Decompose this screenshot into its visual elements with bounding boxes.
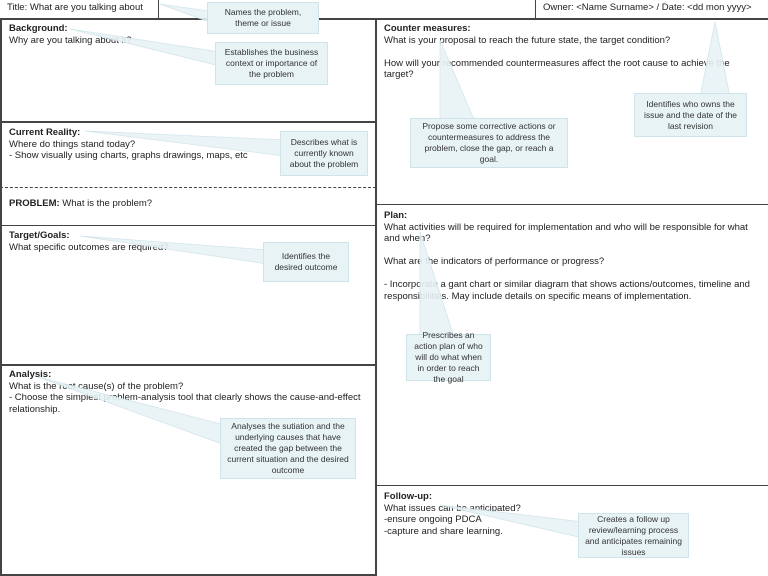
followup-section[interactable]: Follow-up: What issues can be anticipate… xyxy=(377,488,767,540)
divider xyxy=(376,485,768,486)
owner-text: Owner: <Name Surname> / Date: <dd mon yy… xyxy=(543,2,752,13)
current-reality-heading: Current Reality: xyxy=(9,127,81,138)
analysis-heading: Analysis: xyxy=(9,369,52,380)
callout-target: Identifies the desired outcome xyxy=(263,242,349,282)
divider xyxy=(0,18,2,576)
divider xyxy=(376,204,768,205)
background-heading: Background: xyxy=(9,23,68,34)
dashed-divider xyxy=(0,187,376,188)
countermeasures-line: What is your proposal to reach the futur… xyxy=(384,34,671,46)
plan-line xyxy=(384,245,760,257)
divider xyxy=(0,121,376,123)
analysis-section[interactable]: Analysis: What is the root cause(s) of t… xyxy=(2,366,375,418)
countermeasures-line xyxy=(384,46,760,58)
title-text: Title: What are you talking about xyxy=(7,2,143,13)
plan-heading: Plan: xyxy=(384,210,408,221)
callout-followup: Creates a follow up review/learning proc… xyxy=(578,513,689,558)
divider xyxy=(0,18,768,20)
followup-line: -capture and share learning. xyxy=(384,525,503,537)
plan-line: - Incorporate a gant chart or similar di… xyxy=(384,279,753,302)
plan-line: What are the indicators of performance o… xyxy=(384,256,605,267)
problem-heading: PROBLEM: xyxy=(9,198,60,209)
callout-counter: Propose some corrective actions or count… xyxy=(410,118,568,168)
problem-text: What is the problem? xyxy=(59,198,153,209)
followup-heading: Follow-up: xyxy=(384,491,433,502)
owner-field[interactable]: Owner: <Name Surname> / Date: <dd mon yy… xyxy=(535,0,768,19)
callout-plan: Prescribes an action plan of who will do… xyxy=(406,330,491,384)
plan-line: What activities will be required for imp… xyxy=(384,221,751,245)
divider xyxy=(0,364,376,366)
title-field[interactable]: Title: What are you talking about xyxy=(0,0,159,19)
countermeasures-line: How will your recommended countermeasure… xyxy=(384,57,733,81)
countermeasures-heading: Counter measures: xyxy=(384,23,471,34)
divider xyxy=(0,225,376,226)
callout-background: Establishes the business context or impo… xyxy=(215,42,328,85)
callout-current: Describes what is currently known about … xyxy=(280,131,368,176)
followup-line: -ensure ongoing PDCA xyxy=(384,514,482,525)
analysis-line: What is the root cause(s) of the problem… xyxy=(9,380,184,392)
callout-analysis: Analyses the sutiation and the underlyin… xyxy=(220,418,356,479)
plan-line xyxy=(384,268,760,280)
divider xyxy=(375,18,377,576)
callout-owner: Identifies who owns the issue and the da… xyxy=(634,93,747,137)
problem-section[interactable]: PROBLEM: What is the problem? xyxy=(2,195,375,213)
analysis-line: - Choose the simplest problem-analysis t… xyxy=(9,392,364,415)
callout-title: Names the problem, theme or issue xyxy=(207,2,319,34)
followup-line: What issues can be anticipated? xyxy=(384,502,521,514)
plan-section[interactable]: Plan: What activities will be required f… xyxy=(377,207,767,305)
countermeasures-section[interactable]: Counter measures: What is your proposal … xyxy=(377,20,767,84)
target-heading: Target/Goals: xyxy=(9,230,70,241)
divider xyxy=(0,574,376,576)
